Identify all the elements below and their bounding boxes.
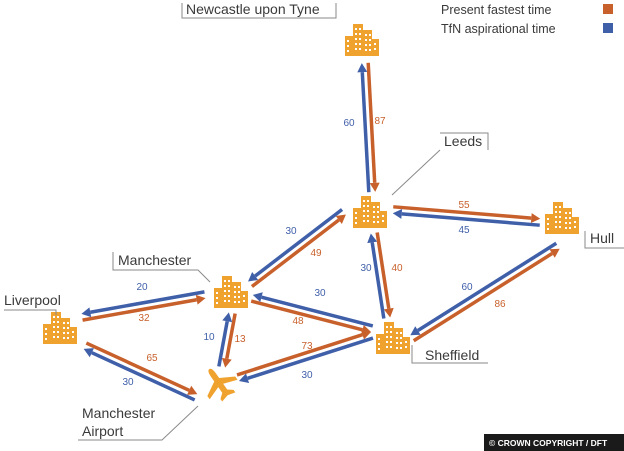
liverpool-label: Liverpool <box>4 292 61 315</box>
route-liverpool-airport: 65 30 <box>83 341 198 402</box>
manchester-city-icon <box>214 276 248 308</box>
hull-label: Hull <box>584 230 624 249</box>
present-time-label: 13 <box>234 334 246 345</box>
svg-text:Sheffield: Sheffield <box>425 347 479 363</box>
legend: Present fastest time TfN aspirational ti… <box>441 3 613 36</box>
aspirational-time-arrow <box>248 208 344 282</box>
present-time-label: 65 <box>146 353 158 364</box>
aspirational-time-arrow <box>238 336 374 384</box>
present-time-arrow <box>221 313 237 368</box>
leeds-city-icon <box>353 196 387 228</box>
route-newcastle-leeds: 87 60 <box>343 62 386 193</box>
present-time-label: 73 <box>301 341 313 352</box>
aspirational-time-label: 30 <box>360 263 372 274</box>
aspirational-time-arrow <box>83 348 196 402</box>
routes-layer: 87 60 55 45 49 30 40 30 86 60 32 20 48 30 13 10 65 30 73 30 <box>81 62 560 402</box>
present-time-label: 49 <box>310 248 322 259</box>
svg-text:Newcastle upon Tyne: Newcastle upon Tyne <box>186 1 320 17</box>
legend-present-swatch <box>603 4 613 14</box>
sheffield-city-icon <box>376 322 410 354</box>
aspirational-time-label: 30 <box>285 226 297 237</box>
route-liverpool-manchester: 32 20 <box>81 282 206 324</box>
aspirational-time-arrow <box>81 290 205 318</box>
route-manchester-sheffield: 48 30 <box>250 288 374 335</box>
route-manchester-airport: 13 10 <box>203 312 246 368</box>
route-sheffield-hull: 86 60 <box>410 241 560 343</box>
route-leeds-hull: 55 45 <box>392 200 541 236</box>
aspirational-time-arrow <box>252 292 374 328</box>
present-time-arrow <box>250 299 372 335</box>
copyright-badge: © CROWN COPYRIGHT / DFT <box>484 434 624 451</box>
manchester-airport-label: Manchester Airport <box>78 405 199 441</box>
present-time-label: 48 <box>292 316 304 327</box>
present-time-label: 86 <box>494 299 506 310</box>
legend-present-label: Present fastest time <box>441 3 552 17</box>
svg-text:Leeds: Leeds <box>444 133 482 149</box>
present-time-arrow <box>393 205 541 224</box>
route-airport-sheffield: 73 30 <box>236 329 374 384</box>
svg-text:Airport: Airport <box>82 423 123 439</box>
present-time-arrow <box>85 341 198 395</box>
present-time-arrow <box>412 248 560 343</box>
svg-text:Hull: Hull <box>590 230 614 246</box>
aspirational-time-label: 10 <box>203 332 215 343</box>
aspirational-time-label: 60 <box>461 282 473 293</box>
hull-city-icon <box>545 202 579 234</box>
newcastle-city-icon <box>345 24 379 56</box>
present-time-label: 40 <box>391 263 403 274</box>
aspirational-time-label: 30 <box>301 370 313 381</box>
aspirational-time-label: 20 <box>136 282 148 293</box>
aspirational-time-label: 45 <box>458 225 470 236</box>
aspirational-time-arrow <box>217 312 233 367</box>
present-time-arrow <box>236 329 372 377</box>
present-time-arrow <box>250 214 346 288</box>
present-time-arrow <box>82 294 206 322</box>
aspirational-time-label: 60 <box>343 118 355 129</box>
aspirational-time-arrow <box>392 208 540 227</box>
legend-aspirational-label: TfN aspirational time <box>441 22 556 36</box>
newcastle-label: Newcastle upon Tyne <box>181 1 337 19</box>
manchester-label: Manchester <box>112 252 211 283</box>
svg-text:Manchester: Manchester <box>118 252 191 268</box>
copyright-text: © CROWN COPYRIGHT / DFT <box>489 438 608 448</box>
aspirational-time-arrow <box>357 63 371 193</box>
leeds-label: Leeds <box>391 132 489 196</box>
aspirational-time-label: 30 <box>314 288 326 299</box>
svg-text:Manchester: Manchester <box>82 405 155 421</box>
airplane-icon <box>207 368 238 402</box>
present-time-label: 55 <box>458 200 470 211</box>
legend-aspirational-swatch <box>603 23 613 33</box>
aspirational-time-label: 30 <box>122 377 134 388</box>
liverpool-city-icon <box>43 312 77 344</box>
present-time-label: 32 <box>138 313 150 324</box>
present-time-arrow <box>375 232 394 318</box>
sheffield-label: Sheffield <box>411 345 488 364</box>
present-time-arrow <box>366 62 380 192</box>
aspirational-time-arrow <box>410 241 558 336</box>
aspirational-time-arrow <box>367 233 386 319</box>
svg-text:Liverpool: Liverpool <box>4 292 61 308</box>
route-manchester-leeds: 49 30 <box>248 208 346 288</box>
present-time-label: 87 <box>374 116 386 127</box>
route-leeds-sheffield: 40 30 <box>360 232 403 319</box>
